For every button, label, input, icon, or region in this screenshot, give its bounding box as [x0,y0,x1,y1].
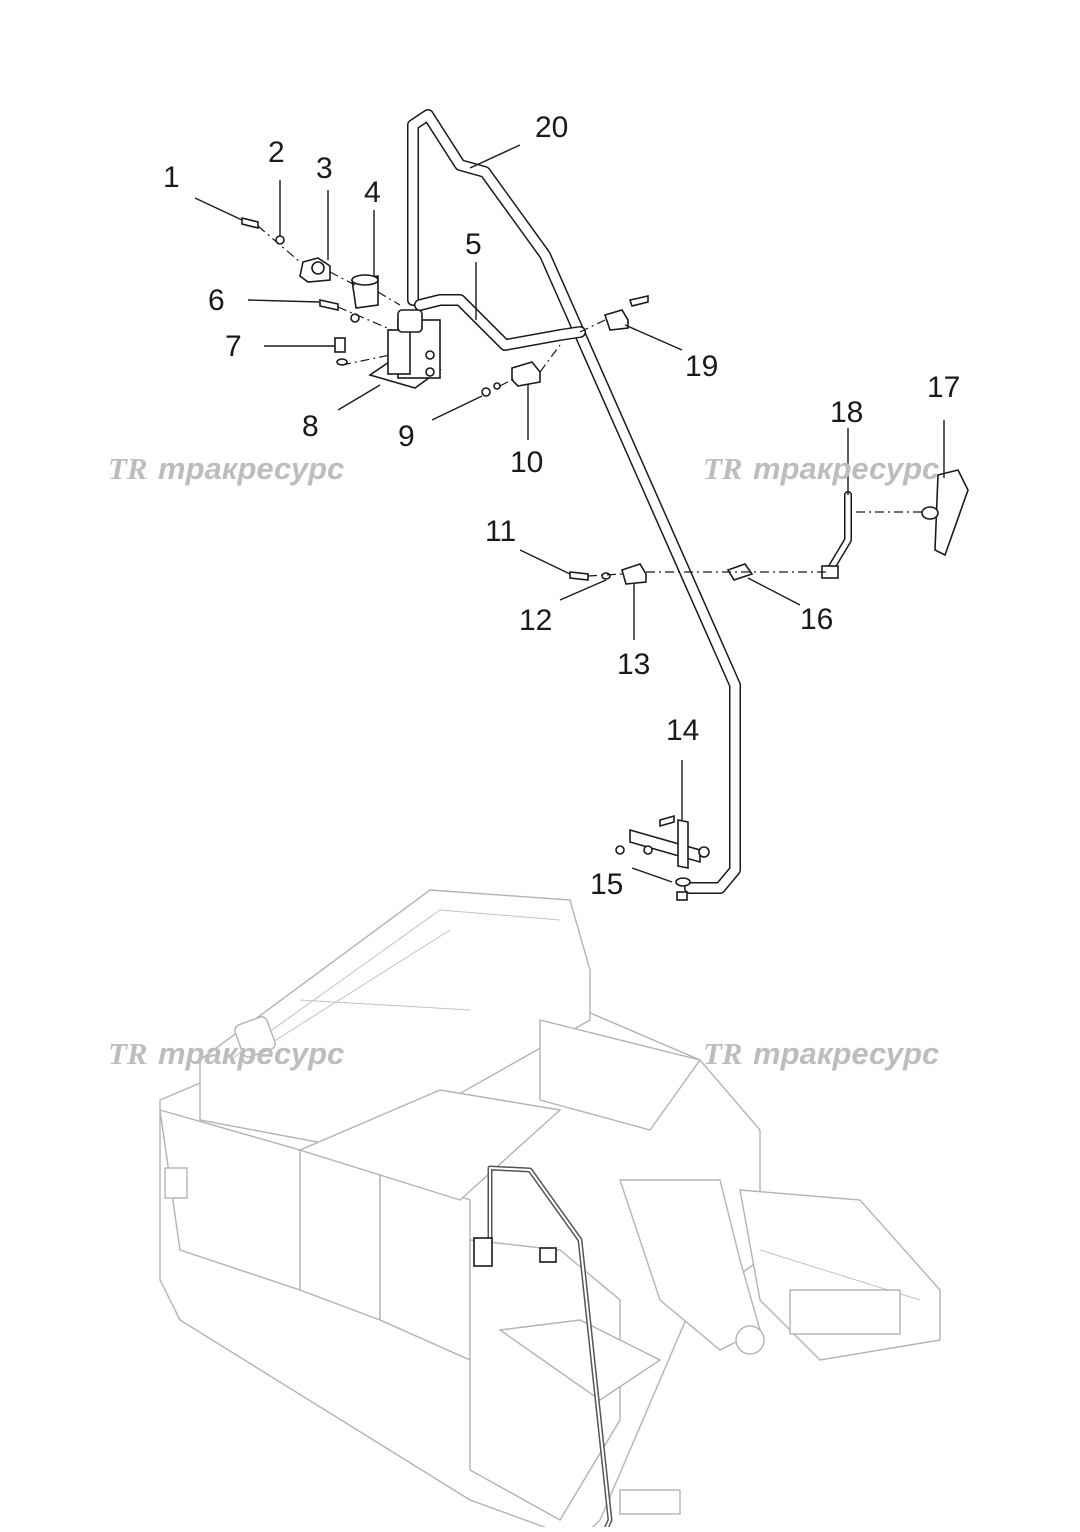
fasteners-upper-left [241,216,360,366]
lower-bracket-part-15 [615,814,710,901]
svg-text:TR: TR [108,451,148,486]
callout-labels: 1 2 3 4 5 6 7 8 9 10 11 12 13 14 15 16 1… [163,111,960,901]
bushing-part-4 [351,274,379,309]
callout-20: 20 [535,111,568,144]
clamp-part-19 [603,295,649,331]
callout-12: 12 [519,604,552,637]
svg-text:TR: TR [703,1036,743,1071]
watermark-mid-right: TR тракресурс [703,1036,939,1071]
callout-19: 19 [685,350,718,383]
callout-11: 11 [485,515,516,548]
clamp-part-3 [299,257,331,283]
assembly-lines [257,225,924,577]
mirror-stay-part-18 [821,491,852,579]
watermark-mid-left: TR тракресурс [108,1036,344,1071]
clamp-part-16 [726,563,754,581]
handrail-pipe [407,109,741,894]
callout-2: 2 [268,136,285,169]
svg-text:тракресурс: тракресурс [753,1036,939,1071]
clamp-part-10 [481,361,541,397]
clamp-part-13 [569,563,647,585]
callout-1: 1 [163,161,180,194]
callout-17: 17 [927,371,960,404]
callout-9: 9 [398,420,415,453]
callout-18: 18 [830,396,863,429]
machine-upper-structure [159,889,941,1532]
svg-text:TR: TR [703,451,743,486]
callout-6: 6 [208,284,225,317]
watermark-top-right: TR тракресурс [703,451,939,486]
mirror-part-17 [921,469,969,557]
callout-4: 4 [364,176,381,209]
svg-text:тракресурс: тракресурс [158,451,344,486]
callout-16: 16 [800,603,833,636]
callout-8: 8 [302,410,319,443]
callout-7: 7 [225,330,242,363]
svg-text:TR: TR [108,1036,148,1071]
watermark-top-left: TR тракресурс [108,451,344,486]
callout-3: 3 [316,152,333,185]
callout-10: 10 [510,446,543,479]
svg-text:тракресурс: тракресурс [158,1036,344,1071]
callout-14: 14 [666,714,699,747]
leader-lines [194,144,945,883]
callout-15: 15 [590,868,623,901]
mounting-bracket [368,309,442,389]
svg-text:тракресурс: тракресурс [753,451,939,486]
callout-13: 13 [617,648,650,681]
callout-5: 5 [465,228,482,261]
